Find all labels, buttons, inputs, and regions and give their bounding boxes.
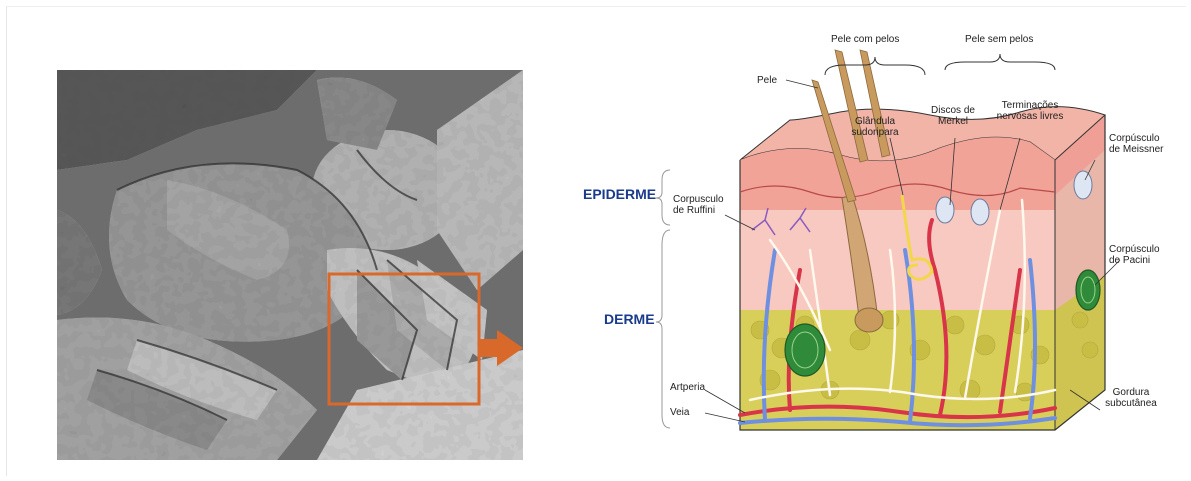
label-discos-de-merkel: Discos de Merkel (923, 105, 983, 127)
label-terminacoes-line2: nervosas livres (985, 111, 1075, 122)
label-pele: Pele (757, 75, 777, 86)
label-terminacoes-line1: Terminações (985, 100, 1075, 111)
hands-photo-image (57, 70, 523, 460)
label-glandula-sudoripara: Glândula sudoripara (840, 116, 910, 138)
layer-label-derme: DERME (604, 311, 655, 327)
label-arteria: Artperia (670, 382, 705, 393)
label-discos-line1: Discos de (923, 105, 983, 116)
label-meissner-line2: de Meissner (1109, 144, 1163, 155)
label-pele-com-pelos: Pele com pelos (831, 34, 899, 45)
label-discos-line2: Merkel (923, 116, 983, 127)
label-gordura-line2: subcutânea (1101, 398, 1161, 409)
label-pele-sem-pelos: Pele sem pelos (965, 34, 1033, 45)
label-meissner-line1: Corpúsculo (1109, 133, 1163, 144)
label-ruffini-line1: Corpusculo (673, 194, 724, 205)
label-veia: Veia (670, 407, 689, 418)
label-corpusculo-meissner: Corpúsculo de Meissner (1109, 133, 1163, 155)
skin-block-graphic (560, 20, 1160, 450)
label-glandula-line2: sudoripara (840, 127, 910, 138)
label-pacini-line1: Corpúsculo (1109, 244, 1160, 255)
label-corpusculo-ruffini: Corpusculo de Ruffini (673, 194, 724, 216)
label-terminacoes-nervosas: Terminações nervosas livres (985, 100, 1075, 122)
label-gordura-line1: Gordura (1101, 387, 1161, 398)
label-glandula-line1: Glândula (840, 116, 910, 127)
label-corpusculo-pacini: Corpúsculo de Pacini (1109, 244, 1160, 266)
skin-diagram: EPIDERME DERME Pele com pelos Pele sem p… (560, 20, 1160, 450)
label-ruffini-line2: de Ruffini (673, 205, 724, 216)
label-gordura-subcutanea: Gordura subcutânea (1101, 387, 1161, 409)
hands-photo (57, 70, 523, 460)
label-pacini-line2: de Pacini (1109, 255, 1160, 266)
layer-label-epiderme: EPIDERME (583, 186, 656, 202)
